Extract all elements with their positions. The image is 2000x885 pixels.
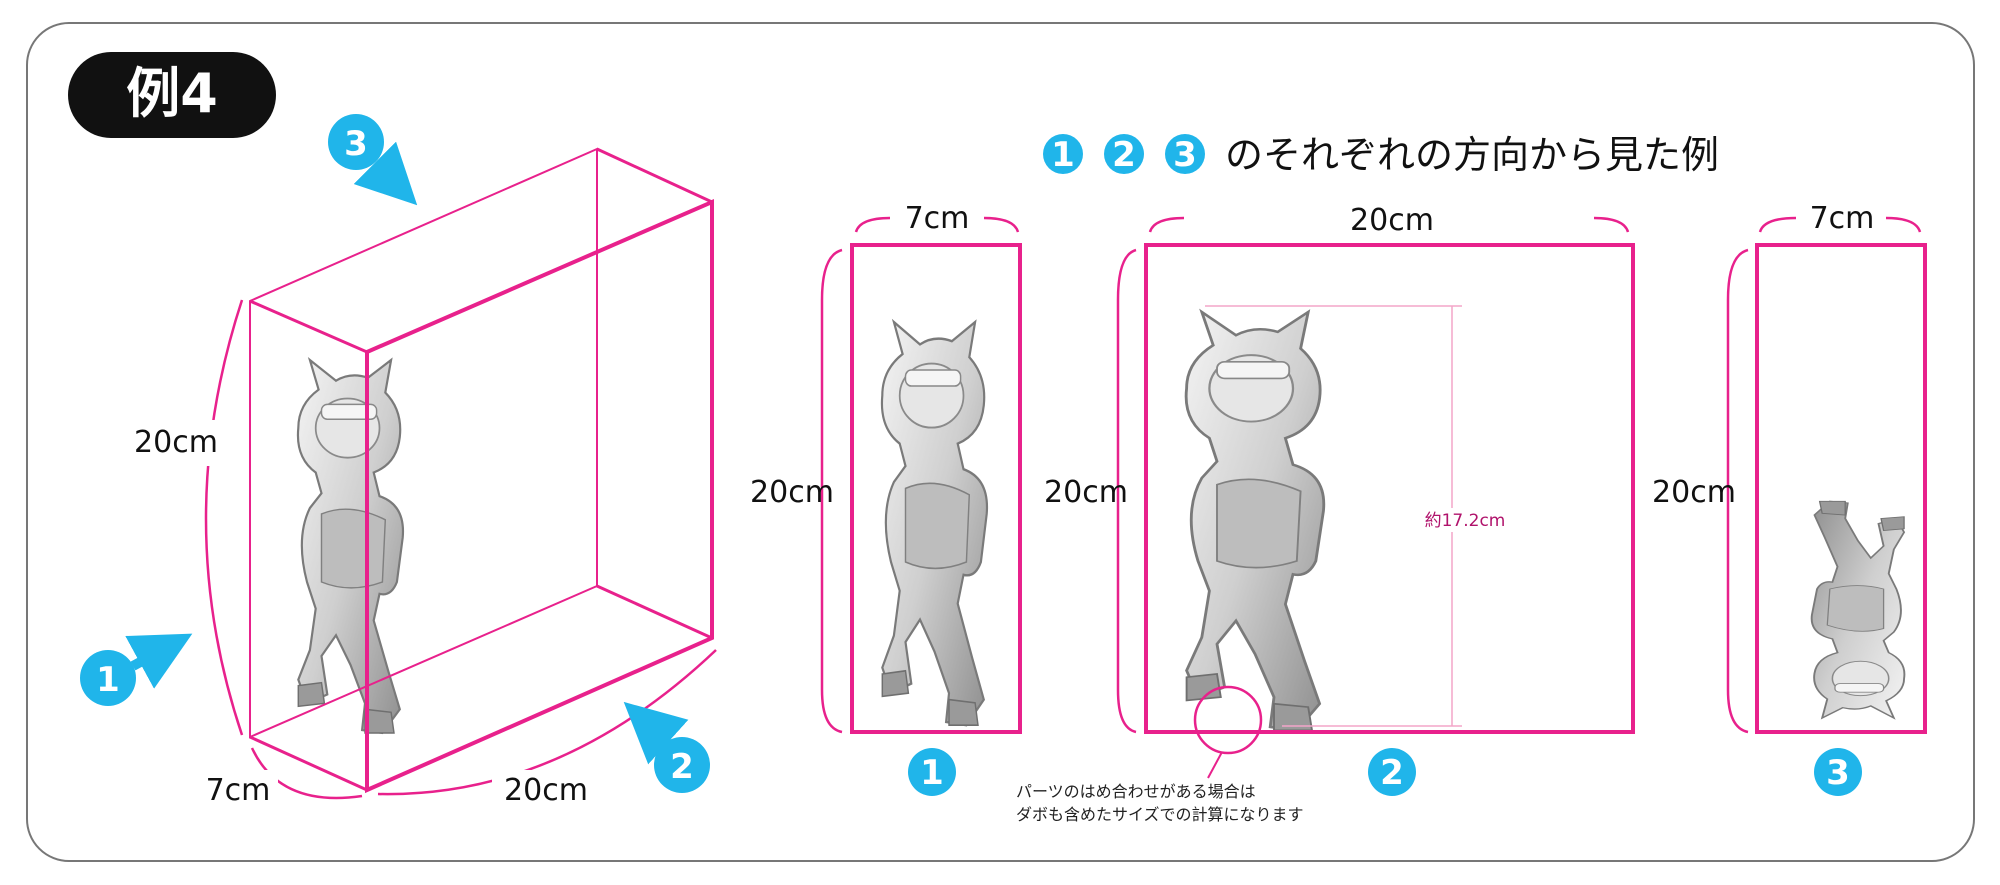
arrow-3-icon <box>353 141 418 206</box>
svg-text:1: 1 <box>96 660 120 700</box>
view-3-top-label: 7cm <box>1810 201 1875 236</box>
box-3d <box>204 147 717 800</box>
example-badge: 例4 <box>68 52 276 138</box>
box-width-label: 20cm <box>504 773 588 808</box>
view-1-top-label: 7cm <box>905 201 970 236</box>
view-1-frame <box>850 243 1022 734</box>
view-3-frame <box>1755 243 1927 734</box>
view-2-marker-icon <box>1368 748 1416 796</box>
svg-text:3: 3 <box>344 124 368 164</box>
svg-text:2: 2 <box>670 747 694 787</box>
depth-arc <box>250 747 363 800</box>
heading-marker-3-icon <box>1165 134 1205 174</box>
view-2-side-label: 20cm <box>1044 475 1128 510</box>
view-2-top-label: 20cm <box>1350 203 1434 238</box>
view-1-marker-icon <box>908 748 956 796</box>
outer-border <box>26 22 1975 862</box>
view-3: 7cm 20cm 3 <box>1652 201 1927 796</box>
width-arc <box>377 649 717 796</box>
arrow-1-icon <box>125 633 193 689</box>
dowel-highlight-circle <box>1193 685 1263 755</box>
view-2-inner-label: 約17.2cm <box>1425 511 1506 531</box>
view-3-side-label: 20cm <box>1652 475 1736 510</box>
box-depth-label: 7cm <box>206 773 271 808</box>
svg-text:1: 1 <box>1051 135 1075 175</box>
svg-text:1: 1 <box>920 753 944 793</box>
box-marker-2: 2 <box>623 701 710 793</box>
box-front-face <box>365 198 714 794</box>
view-3-marker-icon <box>1814 748 1862 796</box>
heading-marker-1-icon <box>1043 134 1083 174</box>
view-1: 7cm 20cm 1 <box>750 201 1022 796</box>
svg-text:3: 3 <box>1173 135 1197 175</box>
box-marker-1: 1 <box>80 633 193 706</box>
view-2-frame <box>1144 243 1635 734</box>
box-height-label: 20cm <box>134 425 218 460</box>
box-marker-3: 3 <box>328 114 418 206</box>
note-line-1: パーツのはめ合わせがある場合は <box>1016 782 1256 801</box>
heading: 1 2 3 のそれぞれの方向から見た例 <box>1043 133 1719 177</box>
svg-text:2: 2 <box>1380 753 1404 793</box>
arrow-2-icon <box>623 701 689 765</box>
heading-text: のそれぞれの方向から見た例 <box>1225 133 1719 177</box>
dowel-note: パーツのはめ合わせがある場合は ダボも含めたサイズでの計算になります <box>1016 782 1304 824</box>
height-arc <box>204 299 244 736</box>
svg-text:2: 2 <box>1112 135 1136 175</box>
heading-marker-2-icon <box>1104 134 1144 174</box>
note-line-2: ダボも含めたサイズでの計算になります <box>1016 805 1304 824</box>
view-2: 約17.2cm 20cm 20cm 2 <box>1044 203 1635 796</box>
badge-label: 例4 <box>126 62 218 125</box>
view-1-side-label: 20cm <box>750 475 834 510</box>
svg-text:3: 3 <box>1826 753 1850 793</box>
